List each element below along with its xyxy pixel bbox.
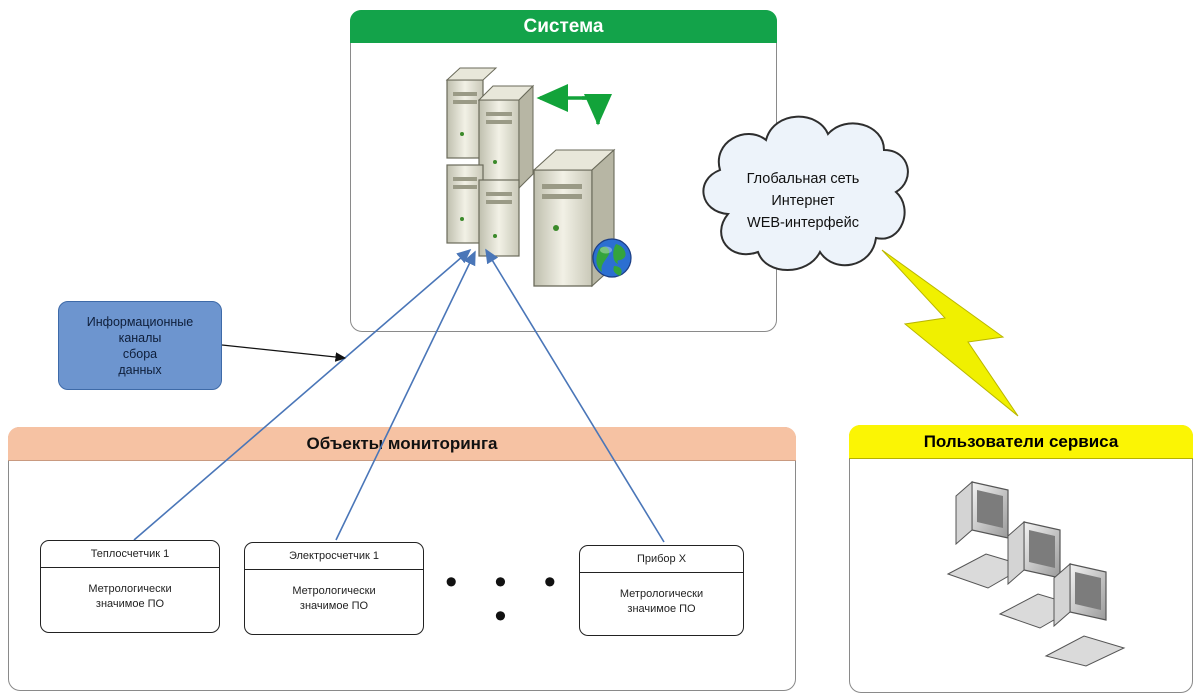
channels-box: Информационные каналы сбора данных bbox=[58, 301, 222, 390]
workstation-icon bbox=[998, 520, 1080, 629]
ellipsis: • • • • bbox=[445, 563, 570, 635]
device-x: Прибор X Метрологически значимое ПО bbox=[579, 545, 744, 636]
device-sub-line-1: Метрологически bbox=[88, 583, 172, 595]
channels-callout-arrow bbox=[221, 344, 347, 362]
server-icon bbox=[446, 164, 484, 244]
data-arrow-1 bbox=[133, 248, 472, 541]
workstation-icon bbox=[1044, 562, 1126, 667]
cloud-line-1: Глобальная сеть bbox=[746, 171, 860, 187]
channels-line-3: сбора bbox=[122, 346, 158, 361]
cloud-icon bbox=[702, 115, 909, 271]
sync-arrow-icon bbox=[536, 84, 600, 124]
channels-line-1: Информационные bbox=[86, 314, 194, 329]
server-cluster-icon bbox=[445, 67, 632, 288]
device-sub-line-1: Метрологически bbox=[292, 585, 376, 597]
device-title: Теплосчетчик 1 bbox=[41, 541, 219, 568]
channels-line-4: данных bbox=[118, 362, 162, 377]
cloud-line-2: Интернет bbox=[771, 193, 835, 209]
server-icon bbox=[477, 84, 535, 190]
workstation-icon bbox=[946, 480, 1028, 589]
cloud-label: Глобальная сеть Интернет WEB-интерфейс bbox=[718, 168, 888, 234]
channels-line-2: каналы bbox=[118, 330, 162, 345]
server-icon bbox=[445, 67, 498, 159]
device-sub-line-2: значимое ПО bbox=[299, 600, 369, 612]
device-sub-line-2: значимое ПО bbox=[95, 598, 165, 610]
system-title: Система bbox=[350, 10, 777, 43]
cloud-line-3: WEB-интерфейс bbox=[747, 215, 859, 231]
globe-icon bbox=[592, 238, 632, 278]
server-icon bbox=[478, 179, 520, 257]
monitoring-title: Объекты мониторинга bbox=[8, 427, 796, 461]
main-server-icon bbox=[532, 148, 616, 288]
lightning-icon bbox=[881, 249, 1019, 417]
device-sub-line-2: значимое ПО bbox=[627, 603, 696, 615]
device-heat-meter: Теплосчетчик 1 Метрологически значимое П… bbox=[40, 540, 220, 633]
users-title: Пользователи сервиса bbox=[849, 425, 1193, 459]
device-electric-meter: Электросчетчик 1 Метрологически значимое… bbox=[244, 542, 424, 635]
device-title: Прибор X bbox=[580, 546, 743, 573]
device-title: Электросчетчик 1 bbox=[245, 543, 423, 570]
data-arrow-2 bbox=[335, 250, 476, 541]
workstations-icon bbox=[946, 480, 1126, 667]
device-sub-line-1: Метрологически bbox=[619, 588, 704, 600]
data-arrow-3 bbox=[485, 248, 665, 543]
